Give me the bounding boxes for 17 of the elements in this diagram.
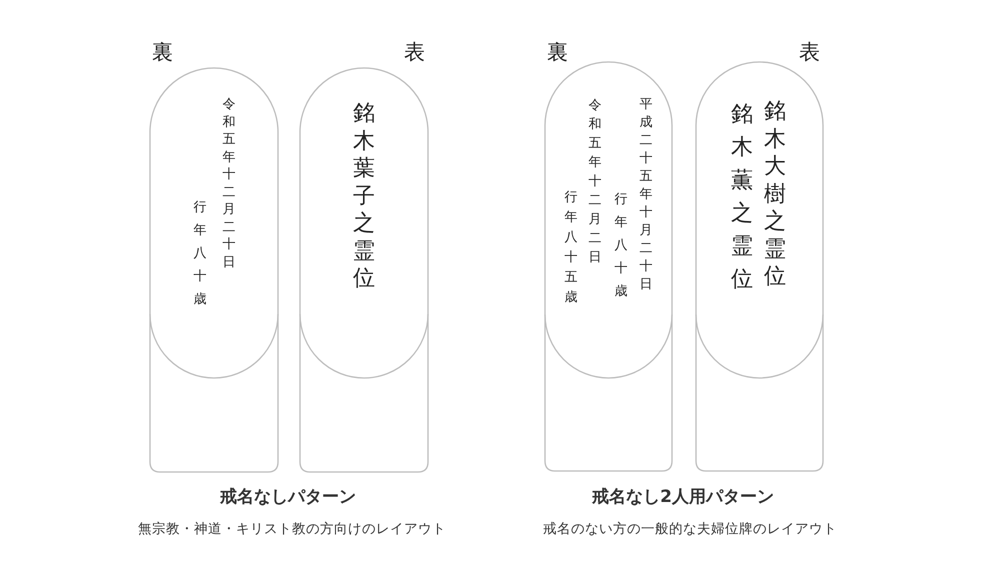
vertical-inscription: 銘木大樹之霊位: [764, 98, 786, 290]
pattern-title: 戒名なしパターン: [220, 486, 356, 508]
vertical-inscription: 行年八十歳: [614, 191, 628, 301]
vertical-inscription: 令和五年十二月二十日: [222, 96, 236, 271]
pattern-title: 戒名なし2人用パターン: [592, 486, 774, 508]
pattern-description: 無宗教・神道・キリスト教の方向けのレイアウト: [138, 520, 446, 538]
vertical-inscription: 令和五年十二月二日: [588, 97, 602, 267]
vertical-inscription: 行年八十五歳: [564, 189, 578, 307]
vertical-inscription: 銘木葉子之霊位: [353, 100, 375, 292]
vertical-inscription: 銘木薫之霊位: [731, 101, 753, 294]
side-heading: 表: [404, 42, 425, 63]
side-heading: 裏: [547, 42, 568, 63]
side-heading: 表: [799, 42, 820, 63]
pattern-description: 戒名のない方の一般的な夫婦位牌のレイアウト: [543, 520, 837, 538]
side-heading: 裏: [152, 42, 173, 63]
vertical-inscription: 行年八十歳: [194, 199, 206, 309]
vertical-inscription: 平成二十五年十月二十日: [640, 96, 652, 294]
